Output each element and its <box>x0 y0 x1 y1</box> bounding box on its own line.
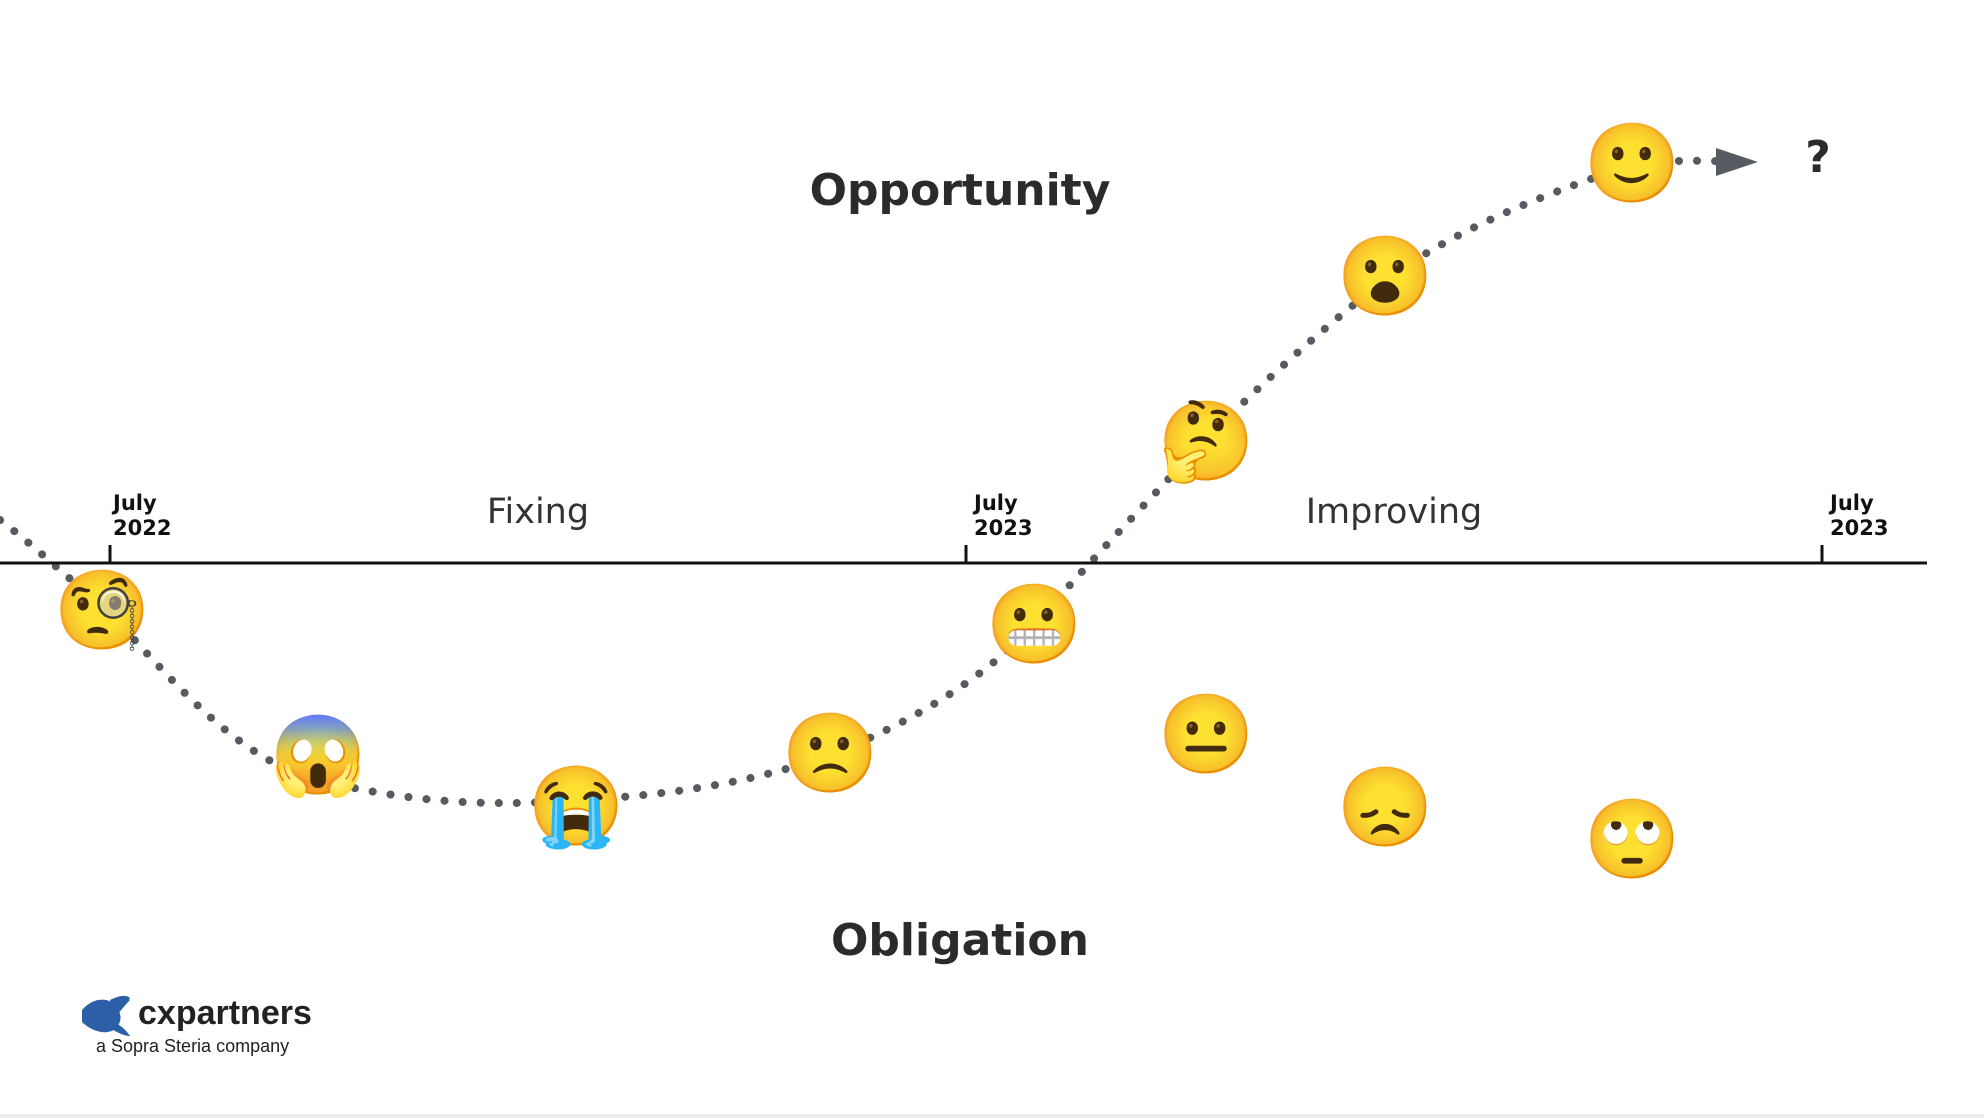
journey-arrow-head <box>1716 148 1758 176</box>
logo-tagline: a Sopra Steria company <box>96 1036 289 1056</box>
bottom-divider <box>0 1114 1984 1118</box>
rolling-eyes-face-emoji: 🙄 <box>1583 795 1680 883</box>
alternative-emoji-group: 😐 😞 🙄 <box>1157 690 1680 883</box>
cxpartners-logo: cxpartners a Sopra Steria company <box>82 994 312 1056</box>
phase-fixing-label: Fixing <box>487 492 589 532</box>
date-year-3: 2023 <box>1830 516 1888 540</box>
journey-emoji-group: 🧐 😱 😭 🙁 😬 🤔 😮 🙂 <box>53 119 1680 851</box>
phase-improving-label: Improving <box>1306 492 1483 532</box>
surprised-face-emoji: 😮 <box>1336 232 1433 320</box>
screaming-face-emoji: 😱 <box>269 711 366 802</box>
date-month-1: July <box>111 491 157 515</box>
grimacing-face-emoji: 😬 <box>985 580 1082 668</box>
slightly-smiling-face-emoji: 🙂 <box>1583 119 1680 207</box>
cxpartners-mark-icon <box>82 995 130 1036</box>
date-year-1: 2022 <box>113 516 171 540</box>
crying-face-emoji: 😭 <box>527 762 624 851</box>
unknown-future-marker: ? <box>1805 132 1831 183</box>
thinking-face-emoji: 🤔 <box>1157 397 1254 486</box>
date-month-3: July <box>1828 491 1874 515</box>
opportunity-label: Opportunity <box>810 165 1111 216</box>
logo-wordmark: cxpartners <box>138 994 312 1032</box>
obligation-label: Obligation <box>831 915 1089 966</box>
disappointed-face-emoji: 😞 <box>1336 763 1433 851</box>
date-year-2: 2023 <box>974 516 1032 540</box>
slightly-frowning-face-emoji: 🙁 <box>781 709 878 797</box>
journey-dotted-path <box>0 156 1734 808</box>
neutral-face-emoji: 😐 <box>1157 690 1254 778</box>
date-month-2: July <box>972 491 1018 515</box>
monocle-face-emoji: 🧐 <box>53 566 150 654</box>
